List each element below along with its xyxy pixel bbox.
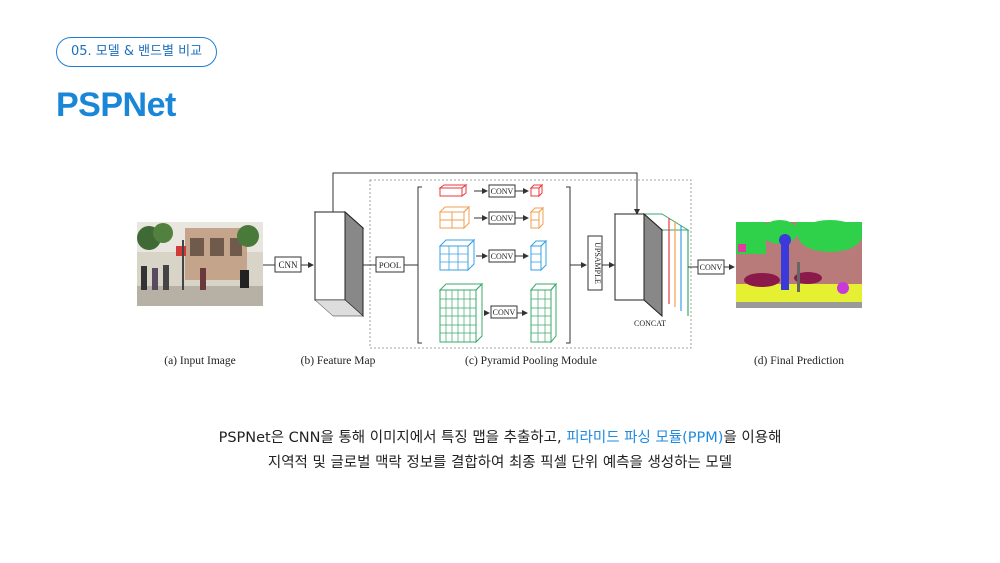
pool-level-2: CONV	[438, 205, 545, 230]
pool-level-3: CONV	[438, 238, 548, 272]
feature-map-block	[313, 210, 365, 318]
upsample-label: UPSAMPLE	[593, 242, 602, 284]
svg-text:CONV: CONV	[491, 187, 514, 196]
input-image	[137, 222, 263, 306]
description-line-1: PSPNet은 CNN을 통해 이미지에서 특징 맵을 추출하고, 피라미드 파…	[218, 430, 782, 446]
ppm-boundary	[369, 179, 692, 349]
skip-connection-line	[332, 172, 640, 215]
pool-level-4: CONV	[438, 282, 558, 344]
right-bracket	[566, 186, 571, 344]
description-line-2: 지역적 및 글로벌 맥락 정보를 결합하여 최종 픽셀 단위 예측을 생성하는 …	[267, 455, 733, 471]
caption-feature-map: (b) Feature Map	[301, 355, 376, 367]
caption-ppm: (c) Pyramid Pooling Module	[465, 355, 597, 367]
description-text: PSPNet은 CNN을 통해 이미지에서 특징 맵을 추출하고, 피라미드 파…	[0, 426, 1000, 476]
upsample-box	[587, 235, 603, 291]
section-tag: 05. 모델 & 밴드별 비교	[56, 37, 218, 67]
page-title: PSPNet	[56, 86, 176, 124]
svg-text:CONV: CONV	[491, 252, 514, 261]
pool-label: POOL	[379, 260, 401, 270]
cnn-label: CNN	[278, 260, 298, 270]
svg-text:CONV: CONV	[493, 308, 516, 317]
final-conv-label: CONV	[700, 263, 723, 272]
segmentation-output	[736, 220, 862, 308]
caption-input-image: (a) Input Image	[164, 355, 236, 367]
pool-level-1: CONV	[438, 183, 544, 198]
ppm-highlight: 피라미드 파싱 모듈(PPM)	[566, 430, 724, 446]
concat-block	[613, 212, 690, 318]
left-bracket	[417, 186, 422, 344]
svg-text:CONV: CONV	[491, 214, 514, 223]
caption-final-prediction: (d) Final Prediction	[754, 355, 844, 367]
concat-label: CONCAT	[634, 319, 666, 328]
